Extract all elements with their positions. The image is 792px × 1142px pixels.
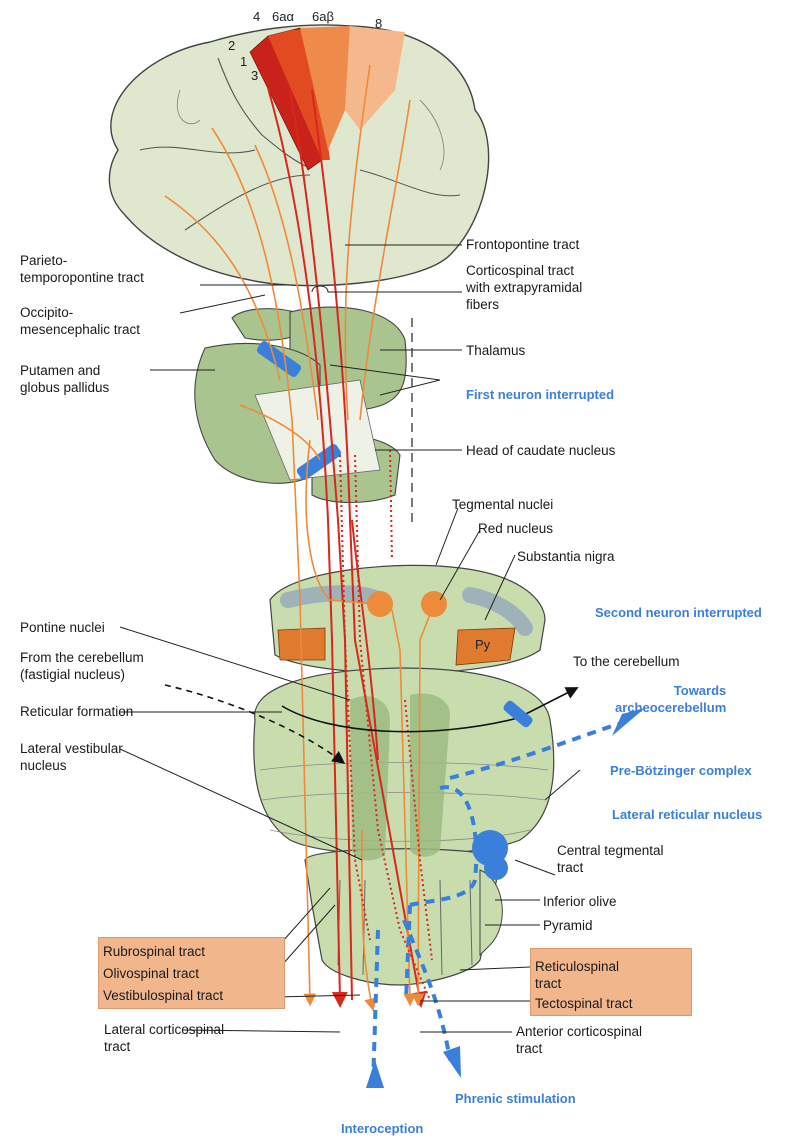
area-6ab-label: 6aβ bbox=[312, 9, 334, 24]
reticular-label: Reticular formation bbox=[20, 703, 133, 720]
frontopontine-label: Frontopontine tract bbox=[466, 236, 579, 253]
tegmental-label: Tegmental nuclei bbox=[452, 496, 553, 513]
second-neuron-label: Second neuron interrupted bbox=[595, 604, 762, 621]
py-label: Py bbox=[475, 637, 490, 652]
inferior-olive-label: Inferior olive bbox=[543, 893, 617, 910]
interoception-arrowhead bbox=[366, 1060, 384, 1088]
red-nucleus-label: Red nucleus bbox=[478, 520, 553, 537]
cerebral-hemisphere bbox=[109, 25, 488, 286]
area-3-label: 3 bbox=[251, 68, 258, 83]
occipito-label: Occipito-mesencephalic tract bbox=[20, 304, 140, 338]
first-neuron-label: First neuron interrupted bbox=[466, 386, 614, 403]
olivospinal-label: Olivospinal tract bbox=[103, 965, 280, 982]
lat-reticular-label: Lateral reticular nucleus bbox=[612, 806, 762, 823]
reticulospinal-label-2: tract bbox=[535, 975, 687, 992]
area-2-label: 2 bbox=[228, 38, 235, 53]
interoception-label: Interoception bbox=[341, 1120, 423, 1137]
reticulospinal-label: Reticulospinal bbox=[535, 958, 687, 975]
area-1-label: 1 bbox=[240, 54, 247, 69]
area-4-label: 4 bbox=[253, 9, 260, 24]
pontine-label: Pontine nuclei bbox=[20, 619, 105, 636]
right-tract-box: Reticulospinal tract Tectospinal tract bbox=[530, 948, 692, 1016]
pyramid-label: Pyramid bbox=[543, 917, 593, 934]
basal-ganglia-block bbox=[195, 307, 412, 522]
to-cerebellum-label: To the cerebellum bbox=[573, 653, 680, 670]
left-tract-box: Rubrospinal tract Olivospinal tract Vest… bbox=[98, 937, 285, 1009]
substantia-label: Substantia nigra bbox=[517, 548, 615, 565]
from-cerebellum-label: From the cerebellum(fastigial nucleus) bbox=[20, 649, 144, 683]
pre-botzinger-label: Pre-Bötzinger complex bbox=[610, 762, 752, 779]
caudate-label: Head of caudate nucleus bbox=[466, 442, 615, 459]
tectospinal-label: Tectospinal tract bbox=[535, 995, 687, 1012]
phrenic-label: Phrenic stimulation bbox=[455, 1090, 576, 1107]
phrenic-arrowhead bbox=[443, 1046, 461, 1078]
thalamus-label: Thalamus bbox=[466, 342, 525, 359]
area-8-label: 8 bbox=[375, 16, 382, 31]
area-6aa-label: 6aα bbox=[272, 9, 294, 24]
rubrospinal-label: Rubrospinal tract bbox=[103, 943, 280, 960]
vestibulospinal-label: Vestibulospinal tract bbox=[103, 987, 280, 1004]
parieto-label: Parieto-temporopontine tract bbox=[20, 252, 144, 286]
